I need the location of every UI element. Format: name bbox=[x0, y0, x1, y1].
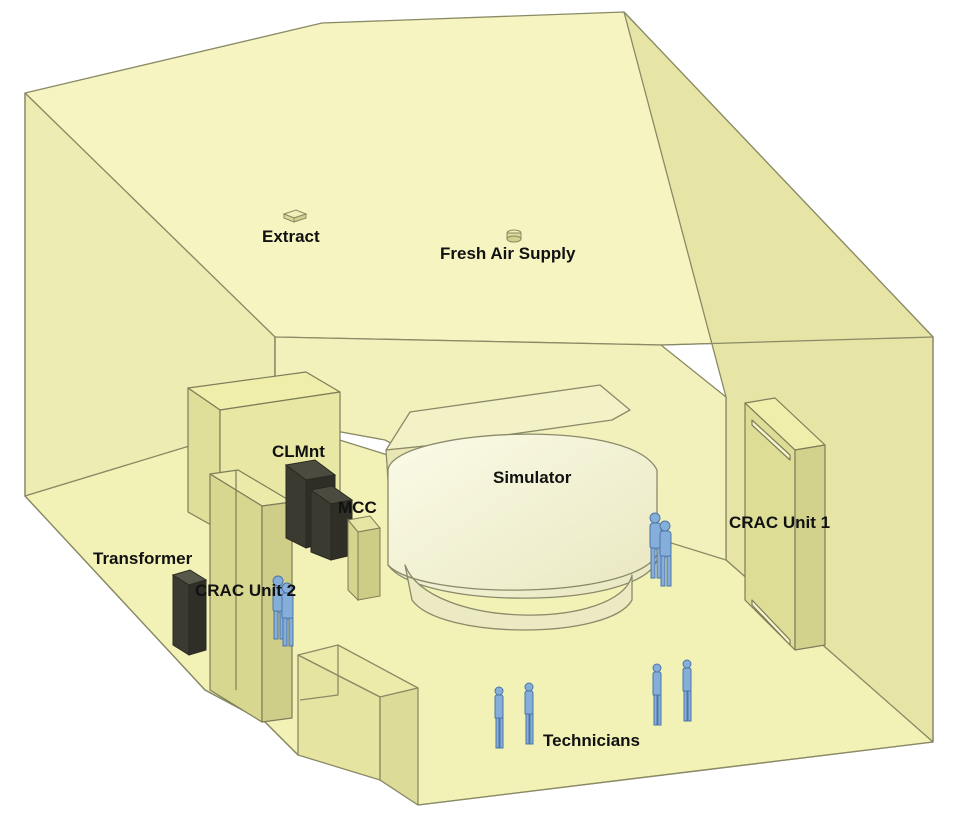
mcc-cabinet bbox=[309, 485, 381, 602]
fresh-air-supply-label: Fresh Air Supply bbox=[440, 244, 576, 263]
technician-figure bbox=[652, 663, 662, 726]
technicians-label: Technicians bbox=[543, 731, 640, 750]
extract-label: Extract bbox=[262, 227, 320, 246]
crac-unit-2-label: CRAC Unit 2 bbox=[195, 581, 296, 600]
transformer bbox=[171, 569, 208, 656]
crac-unit-1-label: CRAC Unit 1 bbox=[729, 513, 830, 532]
technician-figure bbox=[682, 659, 692, 722]
technician-figure bbox=[494, 686, 504, 749]
clmnt-label: CLMnt bbox=[272, 442, 325, 461]
technician-figure bbox=[659, 520, 672, 587]
simulator-label: Simulator bbox=[493, 468, 572, 487]
front-pillar-right bbox=[379, 687, 419, 806]
fresh-air-vent bbox=[506, 229, 522, 243]
room-edge-lines bbox=[24, 93, 299, 756]
mcc-label: MCC bbox=[338, 498, 377, 517]
extract-vent bbox=[282, 209, 308, 223]
crac-unit-1 bbox=[744, 397, 826, 651]
technician-figure bbox=[649, 512, 662, 579]
technician-figure bbox=[281, 582, 294, 647]
simulator bbox=[385, 384, 658, 631]
transformer-label: Transformer bbox=[93, 549, 193, 568]
technician-figure bbox=[524, 682, 534, 745]
technician-figures bbox=[272, 512, 692, 749]
